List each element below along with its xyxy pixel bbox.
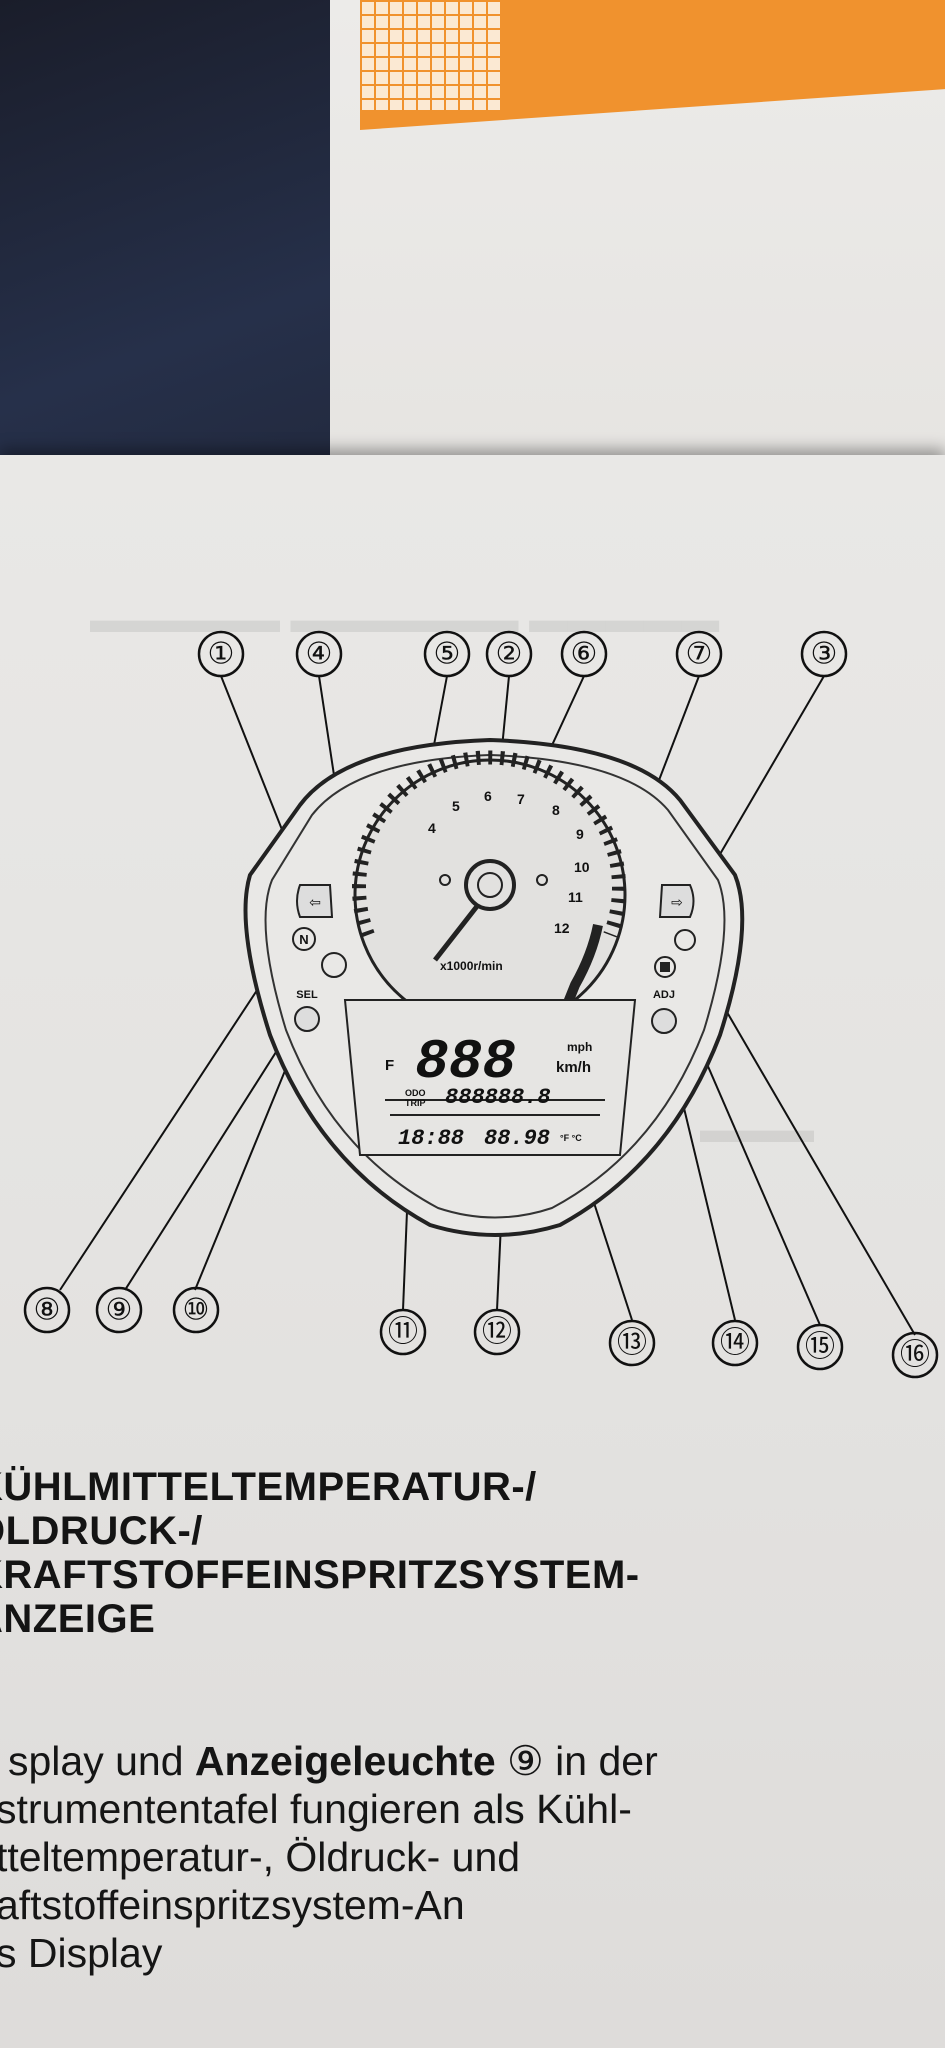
speed-digits: 888: [415, 1030, 516, 1094]
svg-text:⑭: ⑭: [720, 1327, 750, 1360]
oil-pressure-indicator: [674, 929, 696, 951]
coolant-warning-indicator: [321, 952, 347, 978]
svg-text:②: ②: [496, 638, 523, 671]
callout-4: ④: [295, 630, 343, 678]
svg-text:N: N: [299, 932, 308, 947]
svg-text:km/h: km/h: [556, 1059, 591, 1076]
body-paragraph: splay und Anzeigeleuchte ⑨ in der strume…: [0, 1737, 945, 1977]
callout-6: ⑥: [560, 630, 608, 678]
body-line: s Display: [0, 1930, 163, 1976]
sel-button[interactable]: SEL: [294, 989, 320, 1032]
svg-text:8: 8: [552, 802, 560, 818]
instrument-cluster: 4 5 6 7 8 9 10 11 12 x1000r/min ⇦ ⇨: [243, 737, 745, 1237]
svg-text:ADJ: ADJ: [653, 989, 675, 1001]
svg-text:9: 9: [576, 826, 584, 842]
svg-text:⑪: ⑪: [388, 1316, 418, 1349]
callout-2: ②: [485, 630, 533, 678]
svg-text:⑧: ⑧: [34, 1294, 61, 1327]
svg-text:7: 7: [517, 791, 525, 807]
temperature-units: °F °C: [560, 1133, 582, 1143]
svg-text:TRIP: TRIP: [405, 1098, 426, 1108]
svg-text:⑥: ⑥: [571, 638, 598, 671]
callouts-bottom: ⑧ ⑨ ⑩ ⑪ ⑫ ⑬ ⑭ ⑮ ⑯: [23, 1286, 939, 1379]
callout-16: ⑯: [891, 1331, 939, 1379]
svg-text:5: 5: [452, 798, 460, 814]
temperature-digits: 88.98: [484, 1126, 550, 1151]
callout-1: ①: [197, 630, 245, 678]
tach-needle: [433, 903, 480, 962]
body-line: splay und Anzeigeleuchte ⑨ in der: [8, 1738, 658, 1784]
callout-12: ⑫: [473, 1308, 521, 1356]
callout-11: ⑪: [379, 1308, 427, 1356]
callouts-top: ① ④ ⑤ ② ⑥ ⑦ ③: [197, 630, 848, 678]
svg-text:⑫: ⑫: [482, 1316, 512, 1349]
callout-9: ⑨: [95, 1286, 143, 1334]
svg-text:ODO: ODO: [405, 1088, 426, 1098]
heading-line: KÜHLMITTELTEMPERATUR-/: [0, 1465, 537, 1509]
svg-text:6: 6: [484, 788, 492, 804]
body-line: strumententafel fungieren als Kühl-: [0, 1786, 632, 1832]
left-arrow-indicator: ⇦: [296, 884, 334, 918]
clock-digits: 18:88: [398, 1126, 464, 1151]
callout-3: ③: [800, 630, 848, 678]
tach-unit-label: x1000r/min: [440, 959, 503, 973]
svg-text:⇨: ⇨: [671, 895, 683, 911]
svg-text:⑬: ⑬: [617, 1327, 647, 1360]
svg-text:⇦: ⇦: [309, 895, 321, 911]
adj-button[interactable]: ADJ: [651, 989, 677, 1034]
heading-line: KRAFTSTOFFEINSPRITZSYSTEM-: [0, 1553, 640, 1597]
tach-scale: 4 5 6 7 8 9 10 11 12: [428, 788, 590, 936]
callout-15: ⑮: [796, 1323, 844, 1371]
svg-text:10: 10: [574, 859, 590, 875]
callout-13: ⑬: [608, 1319, 656, 1367]
heading-line: ÖLDRUCK-/: [0, 1509, 203, 1553]
heading-line: ANZEIGE: [0, 1597, 156, 1641]
svg-text:11: 11: [568, 889, 583, 905]
svg-text:⑤: ⑤: [434, 638, 461, 671]
svg-text:④: ④: [306, 638, 333, 671]
body-line: aftstoffeinspritzsystem-An: [0, 1882, 465, 1928]
svg-text:⑮: ⑮: [805, 1331, 835, 1364]
svg-text:mph: mph: [567, 1040, 592, 1054]
callout-7: ⑦: [675, 630, 723, 678]
callout-10: ⑩: [172, 1286, 220, 1334]
svg-text:③: ③: [811, 638, 838, 671]
grid-pattern-patch: [360, 0, 500, 110]
lcd-display: F 888 mph km/h ODO TRIP 888888.8 18:88 8…: [343, 999, 637, 1156]
fuel-mark: F: [385, 1057, 394, 1074]
section-heading: KÜHLMITTELTEMPERATUR-/ ÖLDRUCK-/ KRAFTST…: [0, 1465, 945, 1641]
callout-14: ⑭: [711, 1319, 759, 1367]
fuel-warning-indicator: [654, 956, 676, 978]
body-line: tteltemperatur-, Öldruck- und: [0, 1834, 521, 1880]
svg-text:⑨: ⑨: [106, 1294, 133, 1327]
svg-text:①: ①: [208, 638, 235, 671]
callout-8: ⑧: [23, 1286, 71, 1334]
callout-5: ⑤: [423, 630, 471, 678]
svg-text:SEL: SEL: [296, 989, 318, 1001]
bleed-through-text: ▬▬▬▬▬ ▬▬▬▬▬▬ ▬▬▬▬▬: [90, 599, 720, 641]
odometer-digits: 888888.8: [445, 1085, 551, 1110]
svg-text:⑩: ⑩: [183, 1294, 210, 1327]
svg-text:12: 12: [554, 920, 570, 936]
tachometer: 4 5 6 7 8 9 10 11 12 x1000r/min: [352, 750, 627, 1032]
svg-text:⑦: ⑦: [686, 638, 713, 671]
instrument-panel-diagram: ① ④ ⑤ ② ⑥ ⑦ ③ 4 5: [23, 630, 939, 1379]
svg-text:⑯: ⑯: [900, 1339, 930, 1372]
svg-text:4: 4: [428, 820, 436, 836]
right-arrow-indicator: ⇨: [658, 884, 695, 918]
neutral-indicator: N: [292, 927, 316, 951]
